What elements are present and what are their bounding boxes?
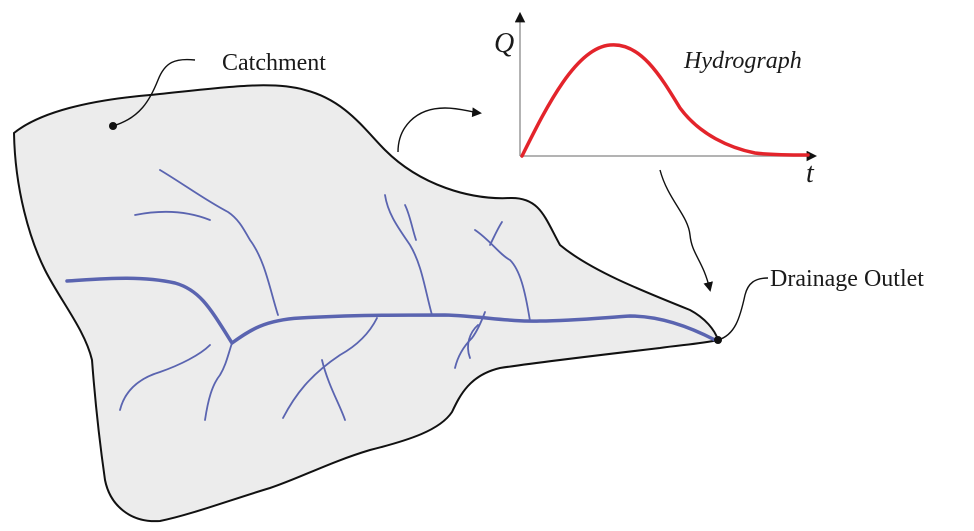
tributary xyxy=(134,210,211,221)
tributary xyxy=(489,221,503,246)
tributaries xyxy=(119,169,531,421)
outlet-leader-line xyxy=(717,277,769,341)
to-outlet-arrow xyxy=(659,169,713,292)
catchment-label: Catchment xyxy=(222,50,326,76)
tributary xyxy=(404,204,417,241)
outlet-label: Drainage Outlet xyxy=(770,266,924,292)
tributary xyxy=(474,229,531,322)
tributary xyxy=(454,311,486,369)
y-axis-label: Q xyxy=(494,28,514,59)
to-hydrograph-arrow xyxy=(397,107,482,153)
main-river xyxy=(65,276,717,346)
catchment-leader-line xyxy=(112,58,196,127)
tributary xyxy=(119,344,211,411)
x-axis-label: t xyxy=(806,158,815,189)
tributary xyxy=(282,317,378,419)
tributary xyxy=(159,169,279,316)
hydrograph-curve xyxy=(520,43,810,158)
tributary xyxy=(467,324,479,359)
tributary xyxy=(204,342,233,421)
tributary xyxy=(384,194,433,316)
tributary xyxy=(321,359,346,421)
catchment-area xyxy=(12,84,720,523)
hydrograph-label: Hydrograph xyxy=(683,48,802,74)
